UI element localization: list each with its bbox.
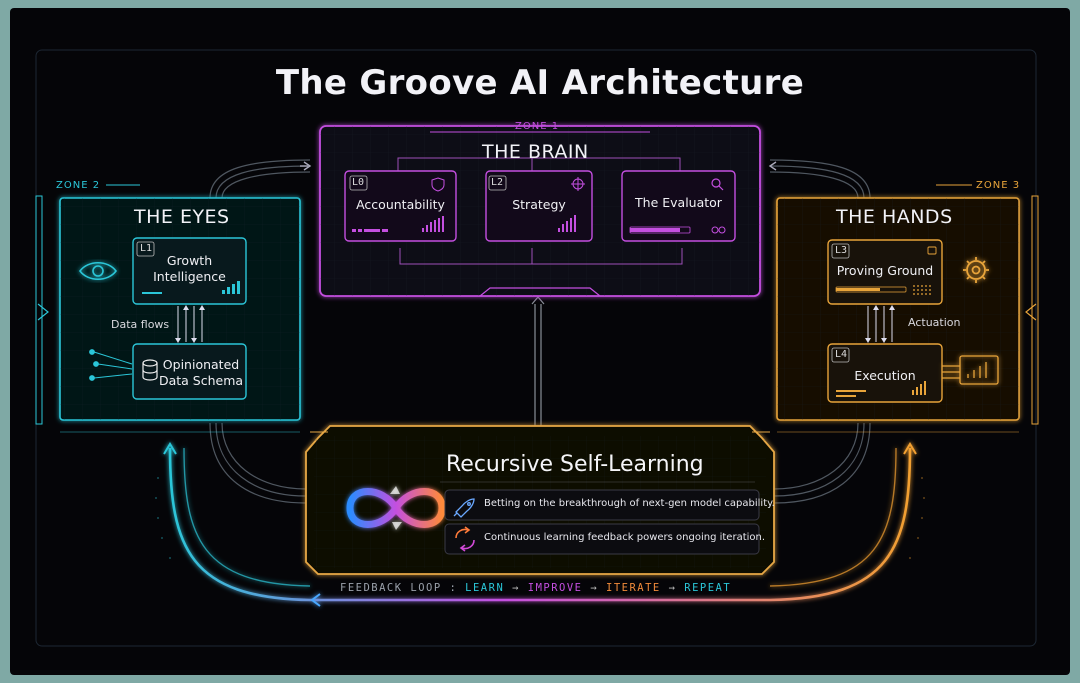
feedback-loop-path bbox=[163, 442, 917, 607]
core-item-1-text: Betting on the breakthrough of next-gen … bbox=[484, 498, 775, 509]
rocket-icon bbox=[453, 498, 475, 518]
diagram-frame: The Groove AI Architecture ZONE 1 THE BR… bbox=[10, 8, 1070, 675]
zone-1-tag: ZONE 1 bbox=[515, 121, 560, 132]
growth-intelligence-code: L1 bbox=[140, 243, 153, 254]
eye-icon bbox=[79, 261, 117, 281]
actuation-label: Actuation bbox=[908, 316, 961, 329]
target-icon bbox=[571, 177, 585, 191]
growth-intelligence-label-1: Growth bbox=[166, 253, 213, 268]
core-zone bbox=[305, 425, 775, 575]
eyes-zone bbox=[35, 184, 301, 433]
core-title: Recursive Self-Learning bbox=[446, 452, 704, 477]
data-schema-label-2: Data Schema bbox=[158, 373, 244, 388]
core-item-2-text: Continuous learning feedback powers ongo… bbox=[484, 532, 766, 543]
magnifier-icon bbox=[711, 178, 724, 191]
infinity-loop-icon bbox=[346, 486, 446, 530]
gear-icon bbox=[963, 257, 989, 283]
feedback-step-learn: LEARN bbox=[465, 582, 505, 594]
node-connectors-icon bbox=[89, 349, 133, 381]
feedback-step-iterate: ITERATE bbox=[606, 582, 661, 594]
feedback-arrow-3: → bbox=[668, 582, 677, 594]
growth-intelligence-label-2: Intelligence bbox=[153, 269, 226, 284]
execution-label: Execution bbox=[854, 368, 916, 383]
feedback-step-improve: IMPROVE bbox=[527, 582, 583, 594]
brain-zone bbox=[319, 125, 761, 297]
feedback-arrow-2: → bbox=[590, 582, 599, 594]
cycle-arrows-icon bbox=[455, 526, 475, 552]
feedback-arrow-1: → bbox=[512, 582, 520, 594]
brain-heading: THE BRAIN bbox=[482, 141, 589, 163]
feedback-loop-label: FEEDBACK LOOP : bbox=[340, 582, 458, 594]
monitor-chart-icon bbox=[942, 355, 999, 385]
strategy-code: L2 bbox=[491, 177, 504, 188]
execution-code: L4 bbox=[835, 349, 848, 360]
page-title: The Groove AI Architecture bbox=[275, 63, 805, 103]
strategy-label: Strategy bbox=[512, 197, 566, 212]
shield-icon bbox=[431, 177, 445, 192]
feedback-step-repeat: REPEAT bbox=[684, 582, 732, 594]
diagram-canvas: The Groove AI Architecture ZONE 1 THE BR… bbox=[10, 8, 1070, 675]
hands-zone bbox=[776, 184, 1039, 433]
feedback-loop-row: FEEDBACK LOOP : LEARN → IMPROVE → ITERAT… bbox=[340, 582, 731, 594]
database-icon bbox=[142, 359, 158, 381]
zone-3-tag: ZONE 3 bbox=[976, 180, 1021, 191]
core-to-brain-connector bbox=[531, 296, 545, 430]
data-schema-label-1: Opinionated bbox=[162, 357, 240, 372]
accountability-label: Accountability bbox=[356, 197, 445, 212]
data-flows-label: Data flows bbox=[111, 318, 170, 331]
accountability-code: L0 bbox=[352, 177, 365, 188]
diagram-graphics bbox=[35, 49, 1039, 647]
eyes-heading: THE EYES bbox=[134, 206, 230, 228]
proving-ground-code: L3 bbox=[835, 245, 848, 256]
proving-ground-label: Proving Ground bbox=[836, 263, 934, 278]
hands-heading: THE HANDS bbox=[836, 206, 953, 228]
zone-2-tag: ZONE 2 bbox=[56, 180, 101, 191]
evaluator-label: The Evaluator bbox=[635, 195, 722, 210]
